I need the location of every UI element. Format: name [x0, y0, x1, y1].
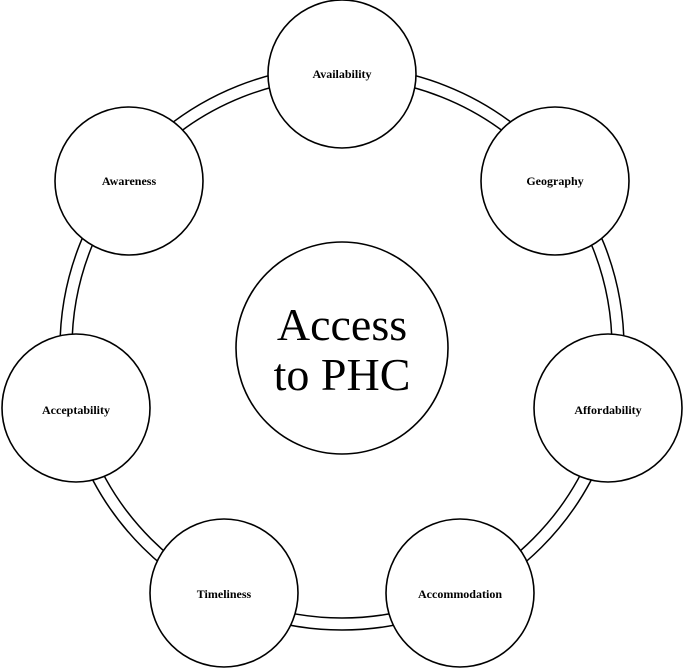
- center-node: Access to PHC: [235, 241, 449, 455]
- node-label-awareness: Awareness: [102, 174, 157, 188]
- node-label-timeliness: Timeliness: [197, 587, 252, 601]
- node-affordability: Affordability: [533, 333, 683, 483]
- node-circle-acceptability: [1, 333, 151, 483]
- node-circle-awareness: [54, 106, 204, 256]
- node-geography: Geography: [480, 106, 630, 256]
- node-accommodation: Accommodation: [385, 518, 535, 668]
- center-label-line2: to PHC: [274, 349, 411, 400]
- node-circle-affordability: [533, 333, 683, 483]
- node-acceptability: Acceptability: [1, 333, 151, 483]
- node-label-availability: Availability: [312, 67, 371, 81]
- node-circle-geography: [480, 106, 630, 256]
- node-awareness: Awareness: [54, 106, 204, 256]
- node-label-affordability: Affordability: [574, 403, 641, 417]
- node-circle-timeliness: [149, 518, 299, 668]
- center-label-line1: Access: [277, 299, 407, 350]
- center-circle: [235, 241, 449, 455]
- node-label-acceptability: Acceptability: [42, 403, 110, 417]
- node-timeliness: Timeliness: [149, 518, 299, 668]
- node-circle-availability: [267, 0, 417, 149]
- node-label-geography: Geography: [526, 174, 583, 188]
- node-circle-accommodation: [385, 518, 535, 668]
- node-label-accommodation: Accommodation: [418, 587, 502, 601]
- node-availability: Availability: [267, 0, 417, 149]
